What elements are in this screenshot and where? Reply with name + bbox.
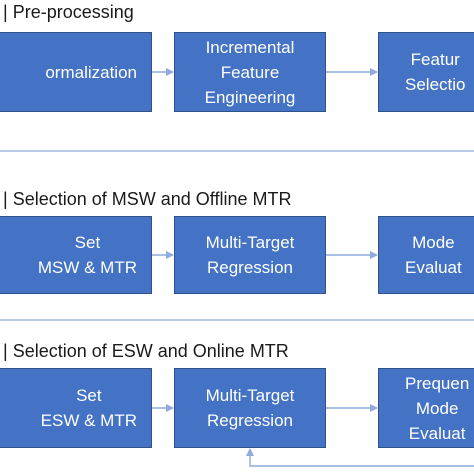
incremental-feature-engineering-box: Incremental Feature Engineering	[174, 32, 326, 112]
stage-3-title: e | Selection of ESW and Online MTR	[0, 341, 289, 361]
feedback-arrow	[246, 448, 474, 467]
stage-1-title: e | Pre-processing	[0, 2, 134, 22]
stage-2-title: e | Selection of MSW and Offline MTR	[0, 189, 292, 209]
set-msw-mtr-box: Set MSW & MTR	[0, 216, 152, 294]
feature-selection-box: Featur Selectio	[378, 32, 474, 112]
model-evaluation-box: Mode Evaluat	[378, 216, 474, 294]
prequential-model-evaluation-box: Prequen Mode Evaluat	[378, 368, 474, 448]
normalization-box: ormalization	[0, 32, 152, 112]
set-esw-mtr-box: Set ESW & MTR	[0, 368, 152, 448]
multi-target-regression-box-offline: Multi-Target Regression	[174, 216, 326, 294]
multi-target-regression-box-online: Multi-Target Regression	[174, 368, 326, 448]
